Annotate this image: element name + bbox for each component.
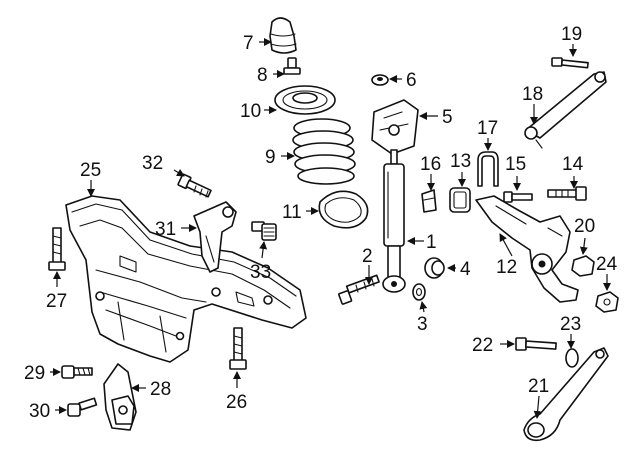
u-bolt-17 <box>477 151 499 187</box>
bolt-22 <box>515 337 557 351</box>
callout-31: 31 <box>155 219 176 240</box>
shock-mount-5 <box>371 99 419 155</box>
callout-10: 10 <box>240 101 261 122</box>
bolt-32 <box>177 173 212 198</box>
shock-absorber-1 <box>382 149 406 293</box>
callout-28: 28 <box>150 379 171 400</box>
callout-20: 20 <box>574 216 595 237</box>
callout-6: 6 <box>406 70 417 91</box>
crossmember-subframe <box>65 195 307 363</box>
callout-26: 26 <box>226 392 247 413</box>
callout-33: 33 <box>250 262 271 283</box>
callout-8: 8 <box>257 65 268 86</box>
callout-23: 23 <box>560 314 581 335</box>
bolt-15 <box>503 191 533 203</box>
bolt-29 <box>61 365 93 379</box>
bracket-28 <box>103 363 137 431</box>
callout-24: 24 <box>596 254 618 275</box>
callout-2: 2 <box>362 246 373 267</box>
callout-30: 30 <box>29 401 50 422</box>
nut-20 <box>571 255 595 277</box>
callout-25: 25 <box>80 160 101 181</box>
washer-23 <box>565 348 579 368</box>
bushing-13 <box>449 187 471 213</box>
bracket-31 <box>193 201 237 273</box>
callout-9: 9 <box>265 147 276 168</box>
callout-14: 14 <box>562 154 584 175</box>
callout-27: 27 <box>46 291 67 312</box>
callout-12: 12 <box>496 257 517 278</box>
callout-labels: 1 2 3 4 5 6 7 8 9 10 11 12 13 14 15 16 1… <box>24 24 618 422</box>
callout-13: 13 <box>450 151 471 172</box>
callout-5: 5 <box>442 107 453 128</box>
callout-15: 15 <box>505 154 526 175</box>
lower-link-21 <box>523 347 609 442</box>
bolt-30 <box>67 397 98 417</box>
callout-11: 11 <box>282 202 302 223</box>
callout-3: 3 <box>417 314 428 335</box>
callout-7: 7 <box>243 33 254 54</box>
callout-16: 16 <box>420 154 441 175</box>
bolt-14 <box>547 186 587 201</box>
callout-32: 32 <box>142 153 163 174</box>
bolt-27 <box>48 227 66 271</box>
callout-29: 29 <box>24 363 45 384</box>
callout-1: 1 <box>426 232 437 253</box>
spring-isolator-11 <box>318 190 369 229</box>
bushing-4 <box>424 257 445 279</box>
nut-6 <box>371 74 389 86</box>
bolt-19 <box>551 57 589 69</box>
coil-spring-9 <box>292 118 356 185</box>
upper-link-18 <box>524 71 607 149</box>
callout-18: 18 <box>522 84 543 105</box>
knuckle-12 <box>475 195 579 303</box>
callout-21: 21 <box>528 376 549 397</box>
bolt-8 <box>283 57 301 75</box>
spring-seat-10 <box>274 85 336 115</box>
bolt-2 <box>338 274 380 305</box>
bump-stop-7 <box>269 17 297 54</box>
callout-leaders <box>50 38 611 419</box>
washer-3 <box>412 283 426 301</box>
callout-17: 17 <box>477 118 498 139</box>
nut-24 <box>595 291 619 313</box>
nut-16 <box>421 189 437 213</box>
callout-4: 4 <box>460 259 471 280</box>
bolt-33 <box>251 221 277 241</box>
bolt-26 <box>229 327 247 370</box>
callout-19: 19 <box>561 24 582 45</box>
callout-22: 22 <box>472 335 493 356</box>
